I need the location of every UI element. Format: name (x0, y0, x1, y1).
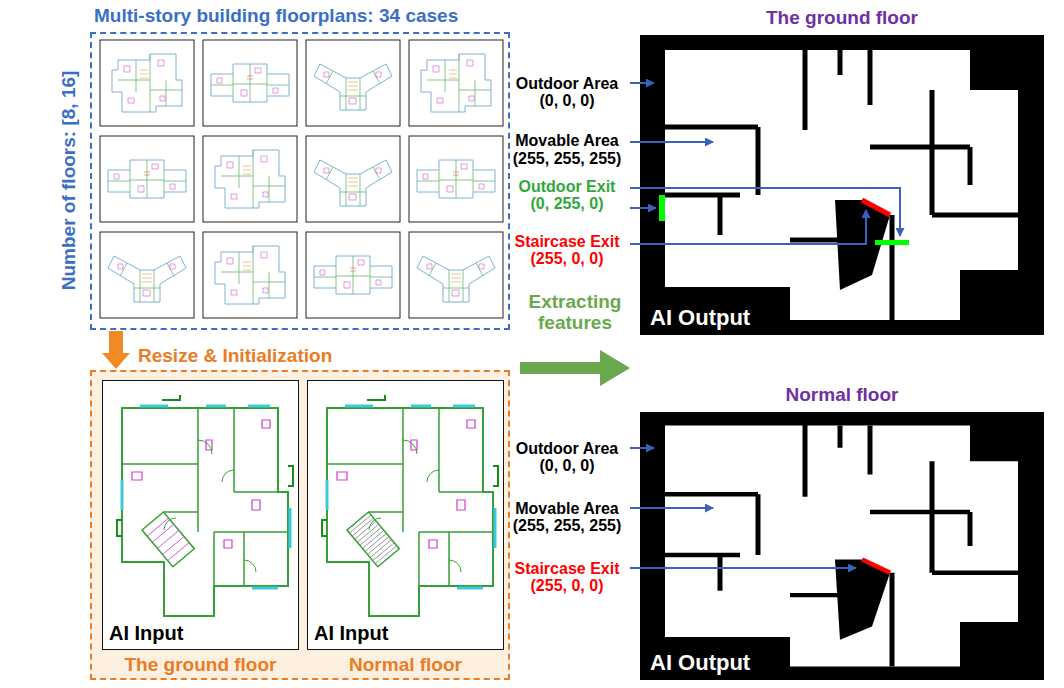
thumbnail-floorplan (409, 40, 503, 126)
thumbnail-floorplan (409, 232, 503, 318)
input-floorplan (102, 380, 299, 650)
image-tag: AI Output (650, 305, 750, 330)
class-label: (255, 255, 255) (505, 150, 629, 168)
class-label: (255, 255, 255) (505, 517, 629, 535)
class-label: (255, 0, 0) (505, 250, 629, 268)
input-image: AI InputNormal floor (307, 380, 504, 650)
process-arrow (520, 350, 630, 386)
image-caption: Normal floor (308, 654, 503, 676)
thumbnail-floorplan (100, 40, 194, 126)
class-label: Outdoor Area (505, 440, 629, 458)
step-label: Extracting features (515, 292, 635, 334)
axis-label: Number of floors: [8, 16] (60, 70, 81, 290)
image-tag: AI Input (314, 622, 388, 645)
class-label: Staircase Exit (505, 560, 629, 578)
input-floorplan (307, 380, 504, 650)
thumbnail-floorplan (306, 232, 400, 318)
input-panel: Resize & InitializationAI InputThe groun… (90, 370, 510, 680)
class-label: Movable Area (505, 132, 629, 150)
step-label: Resize & Initialization (138, 345, 332, 367)
thumbnail-floorplan (203, 40, 297, 126)
thumbnail-floorplan (306, 136, 400, 222)
image-title: Normal floor (640, 384, 1044, 406)
class-label: Staircase Exit (505, 233, 629, 251)
class-label: (255, 0, 0) (505, 577, 629, 595)
image-tag: AI Input (109, 622, 183, 645)
class-label: (0, 0, 0) (505, 92, 629, 110)
thumbnail-floorplan (203, 136, 297, 222)
class-label: (0, 255, 0) (505, 195, 629, 213)
dataset-panel: Multi-story building floorplans: 34 case… (90, 32, 510, 330)
output-image: Normal floorAI Output (640, 412, 1044, 680)
class-label: Outdoor Exit (505, 178, 629, 196)
panel-title: Multi-story building floorplans: 34 case… (94, 5, 458, 27)
thumbnail-floorplan (100, 136, 194, 222)
flow-arrow (102, 331, 130, 369)
image-caption: The ground floor (103, 654, 298, 676)
image-tag: AI Output (650, 650, 750, 675)
class-label: (0, 0, 0) (505, 457, 629, 475)
thumbnail-grid (100, 40, 503, 318)
thumbnail-floorplan (409, 136, 503, 222)
panel-fill (90, 370, 510, 680)
thumbnail-floorplan (306, 40, 400, 126)
thumbnail-floorplan (203, 232, 297, 318)
output-mask (640, 35, 1044, 335)
input-image: AI InputThe ground floor (102, 380, 299, 650)
output-mask (640, 412, 1044, 680)
class-label: Outdoor Area (505, 75, 629, 93)
output-image: The ground floorAI Output (640, 35, 1044, 335)
thumbnail-floorplan (100, 232, 194, 318)
class-label: Movable Area (505, 500, 629, 518)
leader-arrows (630, 83, 900, 568)
image-title: The ground floor (640, 7, 1044, 29)
